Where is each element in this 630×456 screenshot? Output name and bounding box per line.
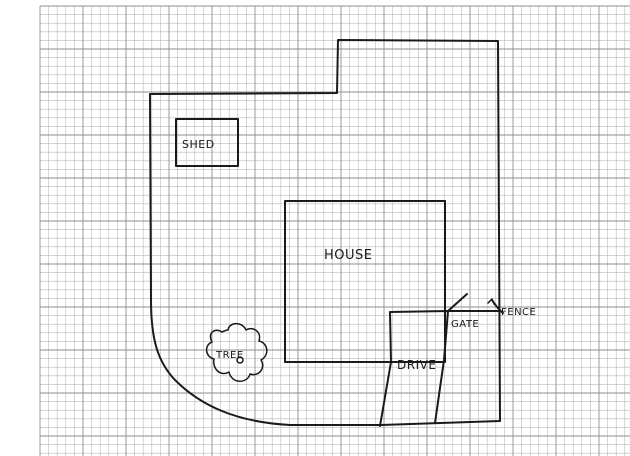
tree-label: TREE [215, 350, 244, 361]
grid-minor [40, 6, 630, 456]
tree-icon [205, 322, 268, 382]
grid-major [39, 5, 630, 456]
drive-label: DRIVE [397, 358, 436, 372]
fence-label: FENCE [501, 307, 536, 318]
drawing [149, 39, 504, 427]
fence-arrow-head [487, 298, 495, 305]
gate-label: GATE [451, 319, 479, 330]
property-boundary [149, 39, 501, 426]
shed-label: SHED [182, 138, 215, 151]
house-label: HOUSE [324, 248, 373, 263]
shed-outline [175, 118, 239, 167]
gate-line [447, 293, 468, 312]
